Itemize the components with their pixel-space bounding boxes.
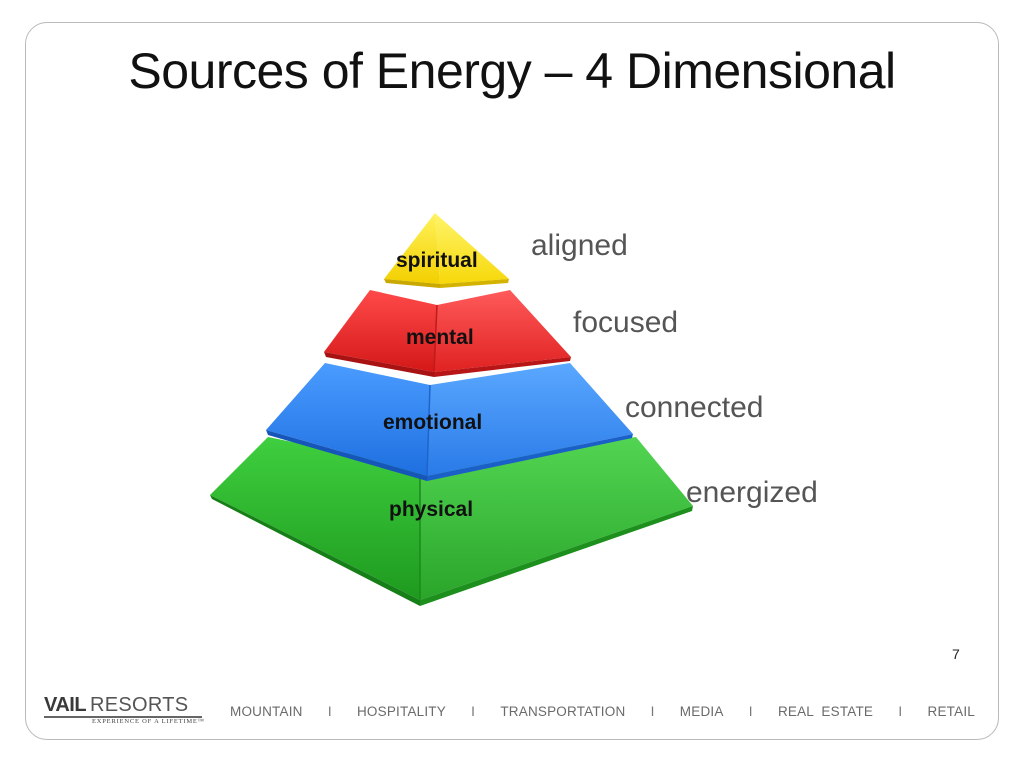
outcome-focused: focused [573,306,678,340]
layer-label-emotional: emotional [383,411,482,435]
layer-label-mental: mental [406,326,474,350]
outcome-energized: energized [686,476,818,510]
outcome-aligned: aligned [531,229,628,263]
page-number: 7 [952,646,960,662]
layer-label-physical: physical [389,498,473,522]
layer-label-spiritual: spiritual [396,249,478,273]
outcome-connected: connected [625,391,763,425]
